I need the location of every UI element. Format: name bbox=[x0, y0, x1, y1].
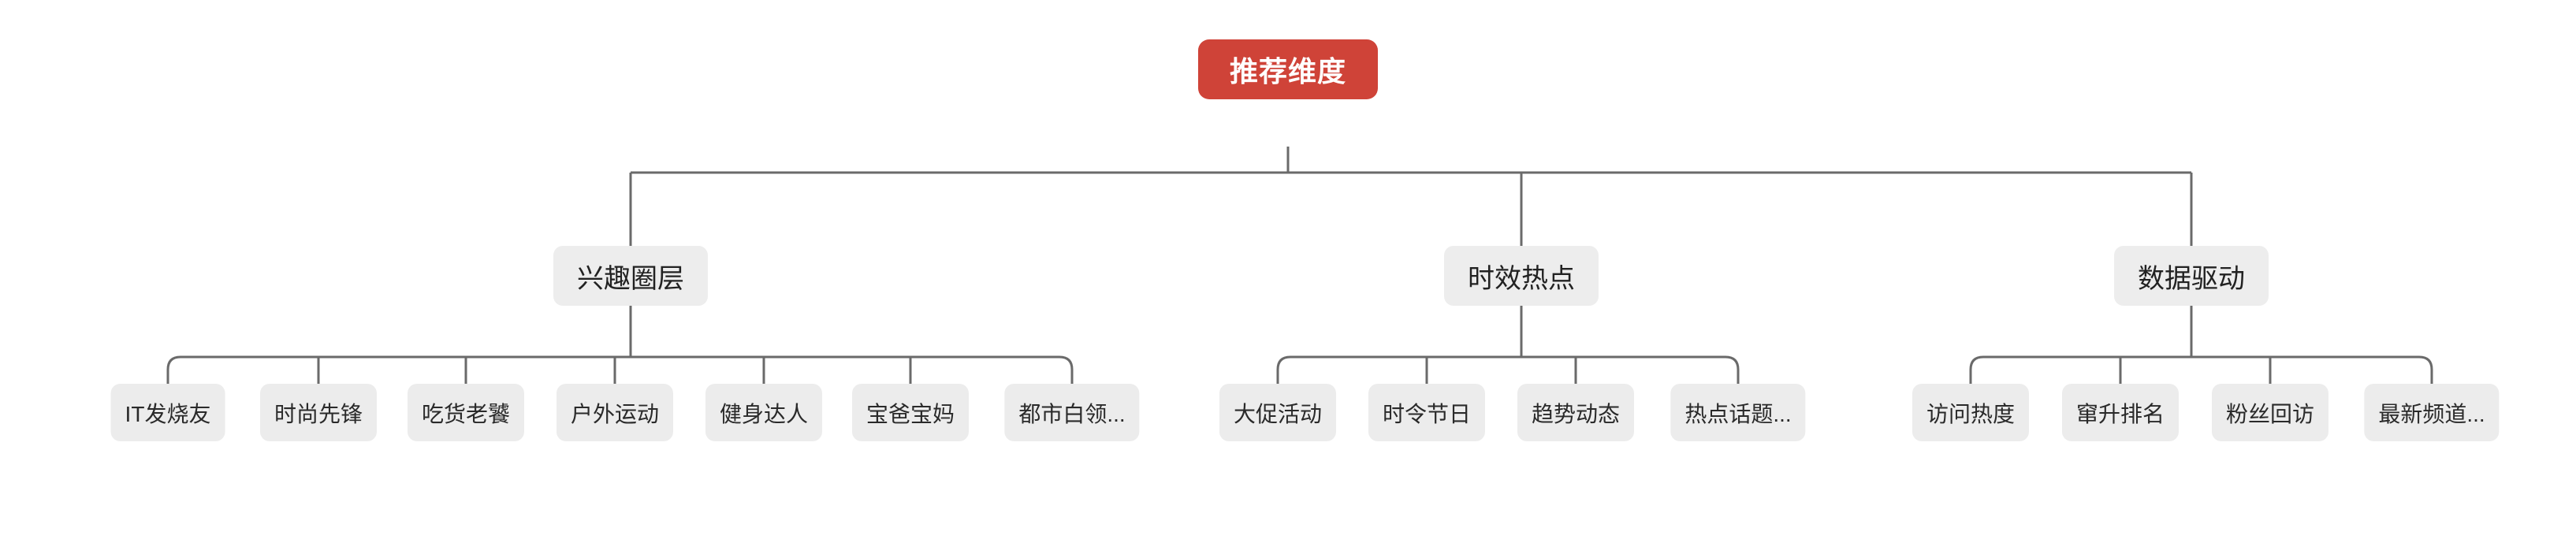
leaf-label: 健身达人 bbox=[719, 401, 809, 426]
leaf-node-0-3[interactable]: 户外运动 bbox=[556, 384, 674, 441]
leaf-label: 大促活动 bbox=[1233, 401, 1323, 426]
leaf-bus-1 bbox=[1276, 355, 1740, 384]
branch-node-1[interactable]: 时效热点 bbox=[1444, 246, 1599, 306]
leaf-label: 趋势动态 bbox=[1531, 401, 1621, 426]
leaf-node-0-0[interactable]: IT发烧友 bbox=[110, 384, 225, 441]
leaf-node-2-1[interactable]: 窜升排名 bbox=[2061, 384, 2180, 441]
leaf-label: 窜升排名 bbox=[2075, 401, 2165, 426]
leaf-node-1-2[interactable]: 趋势动态 bbox=[1517, 384, 1635, 441]
leaf-label: 时令节日 bbox=[1382, 401, 1472, 426]
branch-label: 数据驱动 bbox=[2138, 263, 2245, 294]
branch-node-2[interactable]: 数据驱动 bbox=[2114, 246, 2269, 306]
leaf-node-0-4[interactable]: 健身达人 bbox=[705, 384, 823, 441]
root-label: 推荐维度 bbox=[1229, 55, 1347, 87]
leaf-node-0-6[interactable]: 都市白领... bbox=[1004, 384, 1140, 441]
leaf-label: 都市白领... bbox=[1018, 401, 1126, 426]
leaf-label: 访问热度 bbox=[1926, 401, 2016, 426]
leaf-label: 户外运动 bbox=[570, 401, 660, 426]
leaf-label: 热点话题... bbox=[1684, 401, 1792, 426]
leaf-node-0-5[interactable]: 宝爸宝妈 bbox=[851, 384, 970, 441]
leaf-bus-0 bbox=[166, 355, 1074, 384]
leaf-node-0-2[interactable]: 吃货老饕 bbox=[407, 384, 525, 441]
branch-node-0[interactable]: 兴趣圈层 bbox=[553, 246, 708, 306]
leaf-label: 时尚先锋 bbox=[274, 401, 363, 426]
leaf-node-1-3[interactable]: 热点话题... bbox=[1670, 384, 1806, 441]
leaf-node-2-2[interactable]: 粉丝回访 bbox=[2211, 384, 2329, 441]
leaf-node-2-0[interactable]: 访问热度 bbox=[1912, 384, 2030, 441]
leaf-bus-2 bbox=[1969, 355, 2433, 384]
leaf-node-1-1[interactable]: 时令节日 bbox=[1368, 384, 1486, 441]
leaf-label: 吃货老饕 bbox=[421, 401, 511, 426]
root-node[interactable]: 推荐维度 bbox=[1197, 39, 1379, 99]
leaf-node-0-1[interactable]: 时尚先锋 bbox=[259, 384, 378, 441]
leaf-label: 最新频道... bbox=[2378, 401, 2485, 426]
branch-label: 时效热点 bbox=[1468, 263, 1575, 294]
leaf-label: 宝爸宝妈 bbox=[865, 401, 955, 426]
leaf-label: 粉丝回访 bbox=[2225, 401, 2315, 426]
leaf-node-2-3[interactable]: 最新频道... bbox=[2364, 384, 2500, 441]
branch-label: 兴趣圈层 bbox=[577, 263, 684, 294]
leaf-label: IT发烧友 bbox=[125, 401, 211, 426]
leaf-node-1-0[interactable]: 大促活动 bbox=[1219, 384, 1337, 441]
